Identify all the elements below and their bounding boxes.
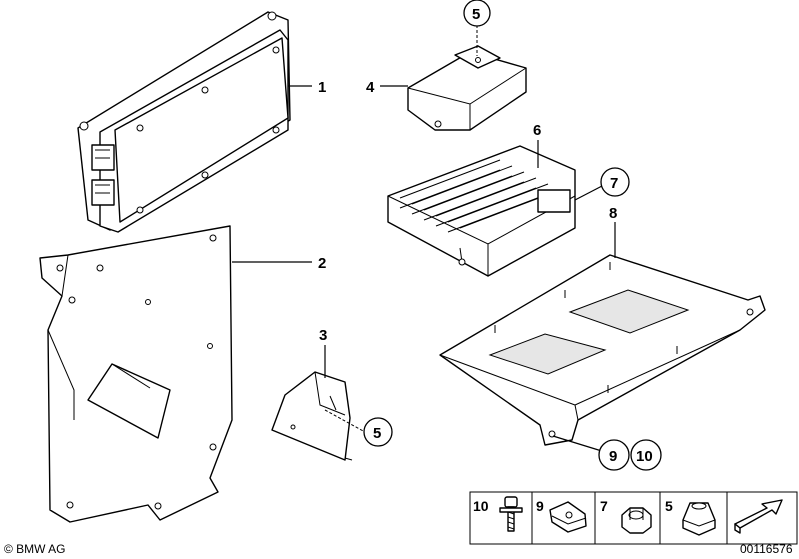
callout-10: 10 <box>636 448 653 465</box>
tray-number-10: 10 <box>473 498 489 514</box>
callout-5-top: 5 <box>472 6 480 23</box>
part-3-small-bracket[interactable] <box>271 371 353 461</box>
callout-9: 9 <box>609 448 617 465</box>
callout-2: 2 <box>318 255 326 272</box>
tray-number-5: 5 <box>665 498 673 514</box>
callout-7: 7 <box>610 175 618 192</box>
callout-3: 3 <box>319 327 327 344</box>
hardware-tray: 10 9 7 5 <box>469 491 798 545</box>
cap-nut-icon[interactable] <box>682 502 716 536</box>
callout-5-bracket: 5 <box>373 425 381 442</box>
tray-number-9: 9 <box>536 498 544 514</box>
bolt-icon[interactable] <box>499 496 523 532</box>
part-2-mounting-plate[interactable] <box>39 225 233 523</box>
hex-nut-icon[interactable] <box>621 507 652 534</box>
callout-4: 4 <box>366 79 375 96</box>
tray-number-7: 7 <box>600 498 608 514</box>
callout-1: 1 <box>318 79 326 96</box>
diagram-number: 00116576 <box>740 542 793 556</box>
callout-8: 8 <box>609 205 617 222</box>
part-1-control-module[interactable] <box>77 11 291 233</box>
part-6-amplifier[interactable] <box>387 145 576 277</box>
clip-nut-icon[interactable] <box>549 501 587 533</box>
direction-arrow-icon[interactable] <box>734 499 783 534</box>
part-8-tray-bracket[interactable] <box>439 254 766 446</box>
copyright-text: © BMW AG <box>4 542 66 556</box>
callout-6: 6 <box>533 122 541 139</box>
part-4-small-module[interactable] <box>407 45 527 131</box>
